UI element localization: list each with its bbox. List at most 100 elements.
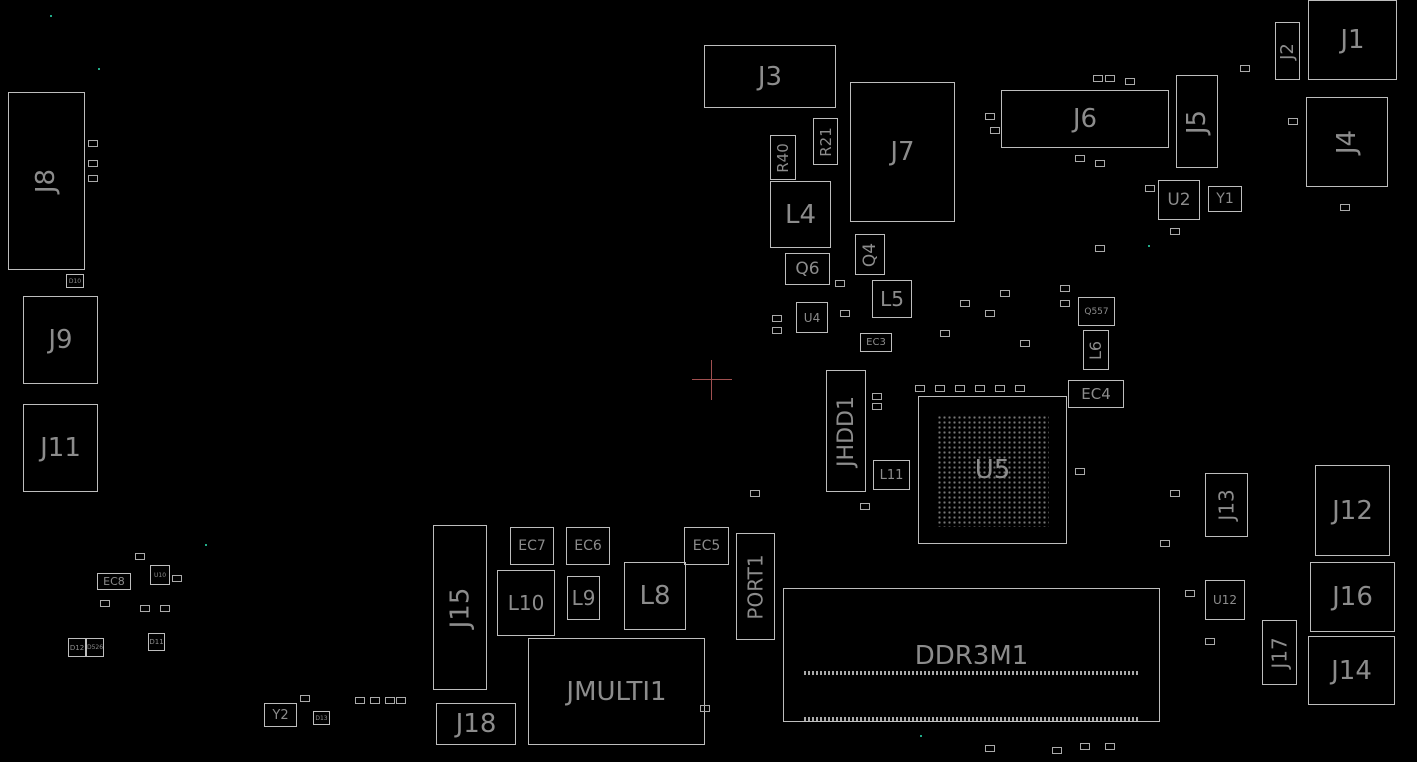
connector-j14[interactable]: J14 bbox=[1308, 636, 1395, 705]
smd-pad[interactable] bbox=[355, 697, 365, 704]
chip-u4[interactable]: U4 bbox=[796, 302, 828, 333]
smd-pad[interactable] bbox=[140, 605, 150, 612]
smd-pad[interactable] bbox=[1080, 743, 1090, 750]
connector-j2[interactable]: J2 bbox=[1275, 22, 1300, 80]
smd-pad[interactable] bbox=[985, 745, 995, 752]
connector-j5[interactable]: J5 bbox=[1176, 75, 1218, 168]
chip-u2[interactable]: U2 bbox=[1158, 180, 1200, 220]
smd-pad[interactable] bbox=[1095, 160, 1105, 167]
smd-pad[interactable] bbox=[1105, 743, 1115, 750]
inductor-l5[interactable]: L5 bbox=[872, 280, 912, 318]
connector-jhdd1[interactable]: JHDD1 bbox=[826, 370, 866, 492]
smd-pad[interactable] bbox=[88, 175, 98, 182]
connector-j1[interactable]: J1 bbox=[1308, 0, 1397, 80]
connector-j6[interactable]: J6 bbox=[1001, 90, 1169, 148]
smd-pad[interactable] bbox=[1170, 228, 1180, 235]
smd-pad[interactable] bbox=[172, 575, 182, 582]
connector-j16[interactable]: J16 bbox=[1310, 562, 1395, 632]
smd-pad[interactable] bbox=[840, 310, 850, 317]
smd-pad[interactable] bbox=[1075, 155, 1085, 162]
capacitor-ec4[interactable]: EC4 bbox=[1068, 380, 1124, 408]
smd-pad[interactable] bbox=[990, 127, 1000, 134]
smd-pad[interactable] bbox=[160, 605, 170, 612]
transistor-q4[interactable]: Q4 bbox=[855, 234, 885, 275]
smd-pad[interactable] bbox=[1075, 468, 1085, 475]
connector-j18[interactable]: J18 bbox=[436, 703, 516, 745]
smd-pad[interactable] bbox=[1060, 285, 1070, 292]
smd-pad[interactable] bbox=[1000, 290, 1010, 297]
smd-pad[interactable] bbox=[396, 697, 406, 704]
resistor-r21[interactable]: R21 bbox=[813, 118, 838, 165]
connector-jmulti1[interactable]: JMULTI1 bbox=[528, 638, 705, 745]
transistor-q557[interactable]: Q557 bbox=[1078, 297, 1115, 326]
smd-pad[interactable] bbox=[1020, 340, 1030, 347]
smd-pad[interactable] bbox=[955, 385, 965, 392]
smd-pad[interactable] bbox=[1015, 385, 1025, 392]
smd-pad[interactable] bbox=[985, 310, 995, 317]
capacitor-ec5[interactable]: EC5 bbox=[684, 527, 729, 565]
smd-pad[interactable] bbox=[1240, 65, 1250, 72]
smd-pad[interactable] bbox=[985, 113, 995, 120]
smd-pad[interactable] bbox=[860, 503, 870, 510]
capacitor-ec8[interactable]: EC8 bbox=[97, 573, 131, 590]
smd-pad[interactable] bbox=[1145, 185, 1155, 192]
diode-d10[interactable]: D10 bbox=[66, 274, 84, 288]
connector-j15[interactable]: J15 bbox=[433, 525, 487, 690]
smd-pad[interactable] bbox=[700, 705, 710, 712]
smd-pad[interactable] bbox=[1125, 78, 1135, 85]
diode-d13[interactable]: D13 bbox=[313, 711, 330, 725]
smd-pad[interactable] bbox=[1340, 204, 1350, 211]
smd-pad[interactable] bbox=[135, 553, 145, 560]
connector-j11[interactable]: J11 bbox=[23, 404, 98, 492]
connector-j13[interactable]: J13 bbox=[1205, 473, 1248, 537]
smd-pad[interactable] bbox=[1205, 638, 1215, 645]
smd-pad[interactable] bbox=[88, 140, 98, 147]
transistor-q6[interactable]: Q6 bbox=[785, 253, 830, 285]
memory-slot-ddr3m1[interactable]: DDR3M1 bbox=[783, 588, 1160, 722]
connector-j8[interactable]: J8 bbox=[8, 92, 85, 270]
capacitor-ec3[interactable]: EC3 bbox=[860, 333, 892, 352]
smd-pad[interactable] bbox=[872, 403, 882, 410]
chip-u5[interactable]: U5 bbox=[918, 396, 1067, 544]
chip-u10[interactable]: U10 bbox=[150, 565, 170, 585]
connector-j12[interactable]: J12 bbox=[1315, 465, 1390, 556]
inductor-l9[interactable]: L9 bbox=[567, 576, 600, 620]
smd-pad[interactable] bbox=[1288, 118, 1298, 125]
inductor-l10[interactable]: L10 bbox=[497, 570, 555, 636]
connector-j17[interactable]: J17 bbox=[1262, 620, 1297, 685]
capacitor-ec7[interactable]: EC7 bbox=[510, 527, 554, 565]
inductor-l4[interactable]: L4 bbox=[770, 181, 831, 248]
smd-pad[interactable] bbox=[995, 385, 1005, 392]
connector-j7[interactable]: J7 bbox=[850, 82, 955, 222]
connector-j4[interactable]: J4 bbox=[1306, 97, 1388, 187]
smd-pad[interactable] bbox=[1093, 75, 1103, 82]
smd-pad[interactable] bbox=[1060, 300, 1070, 307]
smd-pad[interactable] bbox=[370, 697, 380, 704]
smd-pad[interactable] bbox=[872, 393, 882, 400]
smd-pad[interactable] bbox=[960, 300, 970, 307]
smd-pad[interactable] bbox=[1160, 540, 1170, 547]
connector-j3[interactable]: J3 bbox=[704, 45, 836, 108]
smd-pad[interactable] bbox=[385, 697, 395, 704]
smd-pad[interactable] bbox=[1170, 490, 1180, 497]
crystal-y1[interactable]: Y1 bbox=[1208, 186, 1242, 212]
smd-pad[interactable] bbox=[750, 490, 760, 497]
connector-j9[interactable]: J9 bbox=[23, 296, 98, 384]
inductor-l11[interactable]: L11 bbox=[873, 460, 910, 490]
crystal-y2[interactable]: Y2 bbox=[264, 703, 297, 727]
diode-d12[interactable]: D12 bbox=[68, 638, 86, 657]
smd-pad[interactable] bbox=[1185, 590, 1195, 597]
diode-d11[interactable]: D11 bbox=[148, 633, 165, 651]
inductor-l8[interactable]: L8 bbox=[624, 562, 686, 630]
smd-pad[interactable] bbox=[772, 327, 782, 334]
smd-pad[interactable] bbox=[1052, 747, 1062, 754]
smd-pad[interactable] bbox=[1095, 245, 1105, 252]
diode-d526[interactable]: D526 bbox=[86, 638, 104, 657]
smd-pad[interactable] bbox=[772, 315, 782, 322]
capacitor-ec6[interactable]: EC6 bbox=[566, 527, 610, 565]
smd-pad[interactable] bbox=[300, 695, 310, 702]
smd-pad[interactable] bbox=[100, 600, 110, 607]
inductor-l6[interactable]: L6 bbox=[1083, 330, 1109, 370]
smd-pad[interactable] bbox=[88, 160, 98, 167]
